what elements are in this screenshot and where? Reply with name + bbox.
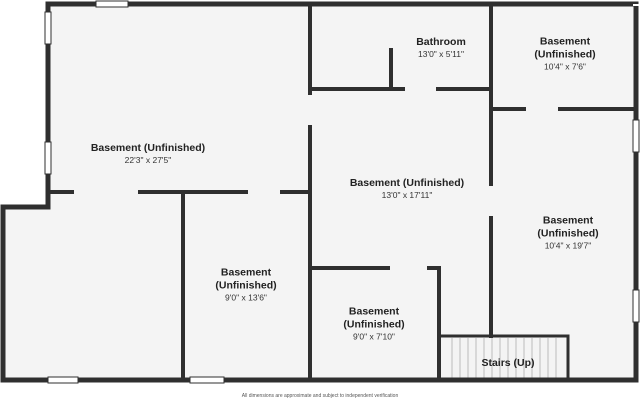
room-dimensions: 13'0" x 5'11": [418, 49, 464, 59]
stairs-treads: [451, 338, 557, 378]
floor-area: [3, 4, 636, 380]
room-name: Basement (Unfinished): [343, 305, 405, 331]
room-label-bathroom: Bathroom 13'0" x 5'11": [416, 23, 466, 73]
room-name: Basement (Unfinished): [534, 35, 596, 61]
room-dimensions: 9'0" x 13'6": [225, 292, 267, 303]
disclaimer-text: All dimensions are approximate and subje…: [241, 393, 399, 399]
room-label-basement-lower-left: Basement (Unfinished) 9'0" x 13'6": [215, 254, 276, 317]
room-dimensions: 10'4" x 19'7": [544, 240, 592, 251]
windows: [44, 0, 640, 384]
room-dimensions: 10'4" x 7'6": [544, 61, 586, 72]
room-dimensions: 9'0" x 7'10": [353, 331, 395, 342]
room-name: Basement (Unfinished): [349, 177, 465, 189]
room-label-basement-main: Basement (Unfinished) 22'3" x 27'5": [91, 129, 205, 179]
room-name: Basement (Unfinished): [537, 214, 599, 240]
room-name: Basement (Unfinished): [215, 266, 277, 292]
room-label-basement-center: Basement (Unfinished) 13'0" x 17'11": [350, 164, 464, 214]
door-openings: [248, 86, 558, 271]
room-name: Basement (Unfinished): [90, 142, 206, 154]
room-name: Stairs (Up): [481, 357, 535, 369]
room-label-basement-right: Basement (Unfinished) 10'4" x 19'7": [532, 202, 604, 265]
room-dimensions: 22'3" x 27'5": [124, 155, 172, 165]
room-dimensions: 13'0" x 17'11": [381, 190, 433, 200]
room-label-stairs: Stairs (Up): [481, 344, 534, 370]
room-name: Bathroom: [416, 36, 466, 48]
room-label-basement-top-right: Basement (Unfinished) 10'4" x 7'6": [528, 23, 603, 86]
room-label-basement-lower-center: Basement (Unfinished) 9'0" x 7'10": [343, 293, 404, 356]
